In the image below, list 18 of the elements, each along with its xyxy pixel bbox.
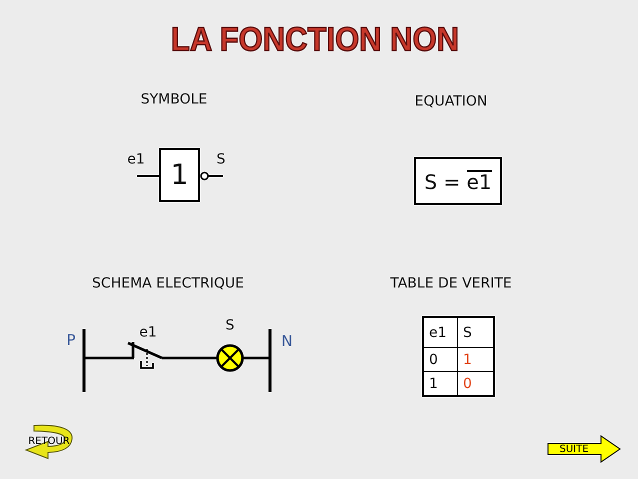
section-heading: EQUATION <box>414 94 488 110</box>
section-heading: SYMBOLE <box>140 92 208 108</box>
section-heading: TABLE DE VERITE <box>390 276 512 292</box>
terminal-label: N <box>281 332 293 350</box>
not-gate <box>159 148 200 202</box>
pin-label: S <box>216 152 226 168</box>
lamp-label: S <box>226 318 234 334</box>
gate-label: 1 <box>170 160 188 190</box>
pin-label: e1 <box>127 152 145 168</box>
section-heading: SCHEMA ELECTRIQUE <box>92 276 244 292</box>
equation-text: S = e1 <box>424 170 492 192</box>
equation-frame <box>414 157 502 205</box>
terminal-label: P <box>66 332 76 348</box>
next-button: SUITE <box>547 435 621 463</box>
input-value: 0 <box>423 348 458 372</box>
page-title: LA FONCTION NON <box>170 22 460 58</box>
column-header: e1 <box>423 317 458 348</box>
switch-label: e1 <box>139 325 157 341</box>
